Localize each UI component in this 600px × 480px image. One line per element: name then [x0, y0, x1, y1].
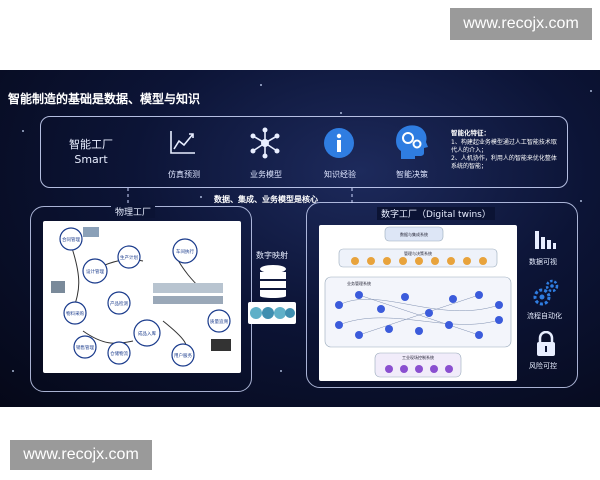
layer-label: 数据与集成系统	[400, 231, 428, 237]
digital-factory-title: 数字工厂（Digital twins）	[377, 207, 495, 220]
top-icon-label: 仿真预测	[168, 170, 200, 179]
feature-line: 1、构建起业务模型通过人工智能技术取代人的介入；	[451, 139, 557, 154]
node-label: 用户服务	[174, 352, 192, 359]
feature-line: 2、人机协作，利用人的智能来优化整体系统的智能；	[451, 155, 557, 170]
node-label: 仓储物流	[110, 350, 128, 357]
line-chart-icon	[169, 129, 197, 159]
smart-factory-label: 智能工厂 Smart	[69, 137, 113, 167]
diagram-banner: 智能制造的基础是数据、模型与知识 智能工厂 Smart 仿真预测	[0, 70, 600, 407]
middle-caption: 数据、集成、业务模型是核心	[214, 195, 318, 204]
banner-title: 智能制造的基础是数据、模型与知识	[8, 92, 201, 106]
star	[340, 112, 342, 114]
features-title: 智能化特征：	[451, 129, 490, 137]
digital-twin-diagram: 数据与集成系统 管理与决策系统 业务管理系统	[319, 225, 517, 381]
network-icon	[249, 127, 281, 163]
star	[200, 196, 202, 198]
right-icon-label: 风险可控	[529, 362, 557, 370]
star	[280, 370, 282, 372]
node-label: 物料采购	[66, 310, 84, 317]
lock-icon	[535, 330, 557, 361]
star	[120, 100, 122, 102]
star	[580, 200, 582, 202]
top-icon-label: 业务模型	[250, 170, 282, 179]
digital-map-label: 数字映射	[256, 251, 288, 260]
node-label: 产品检测	[110, 300, 128, 307]
star	[260, 84, 262, 86]
info-icon	[323, 127, 355, 163]
physical-factory-title: 物理工厂	[111, 205, 156, 218]
smart-factory-box: 智能工厂 Smart 仿真预测	[40, 116, 568, 188]
smart-factory-line2: Smart	[74, 153, 108, 166]
digital-map-image	[248, 302, 296, 324]
watermark-bottom: www.recojx.com	[10, 440, 152, 470]
physical-factory-box: 物理工厂	[30, 205, 252, 392]
node-label: 成品入库	[138, 330, 156, 337]
node-label: 生产计划	[120, 254, 138, 261]
top-icon-label: 智能决策	[396, 170, 428, 179]
right-icon-label: 流程自动化	[527, 312, 562, 320]
features-text: 智能化特征： 1、构建起业务模型通过人工智能技术取代人的介入； 2、人机协作，利…	[451, 129, 561, 171]
digital-factory-box: 数字工厂（Digital twins） 数据与集成系统 管理与决策系统 业务管理…	[306, 202, 578, 388]
bar-chart-icon	[533, 227, 557, 255]
layer-label: 业务管理系统	[347, 280, 371, 286]
connector-lines	[127, 188, 353, 208]
node-label: 销售管理	[76, 344, 94, 351]
smart-factory-line1: 智能工厂	[69, 138, 113, 151]
star	[590, 90, 592, 92]
node-label: 设计管理	[86, 268, 104, 275]
layer-label: 管理与决策系统	[404, 250, 432, 256]
database-icon	[258, 264, 288, 302]
star	[22, 130, 24, 132]
physical-factory-diagram: 合同管理 设计管理 生产计划 车间执行 物料采购 产品检测 销售管理 仓储物流 …	[43, 221, 241, 373]
node-label: 车间执行	[176, 248, 194, 255]
brain-gear-icon	[393, 123, 429, 167]
node-label: 合同管理	[62, 236, 80, 243]
layer-label: 工业现场控制系统	[402, 354, 434, 360]
node-label: 质量追溯	[210, 318, 228, 325]
top-icon-label: 知识经验	[324, 170, 356, 179]
gears-icon	[533, 279, 559, 311]
watermark-top: www.recojx.com	[450, 8, 592, 40]
star	[12, 370, 14, 372]
right-icon-label: 数据可视	[529, 258, 557, 266]
